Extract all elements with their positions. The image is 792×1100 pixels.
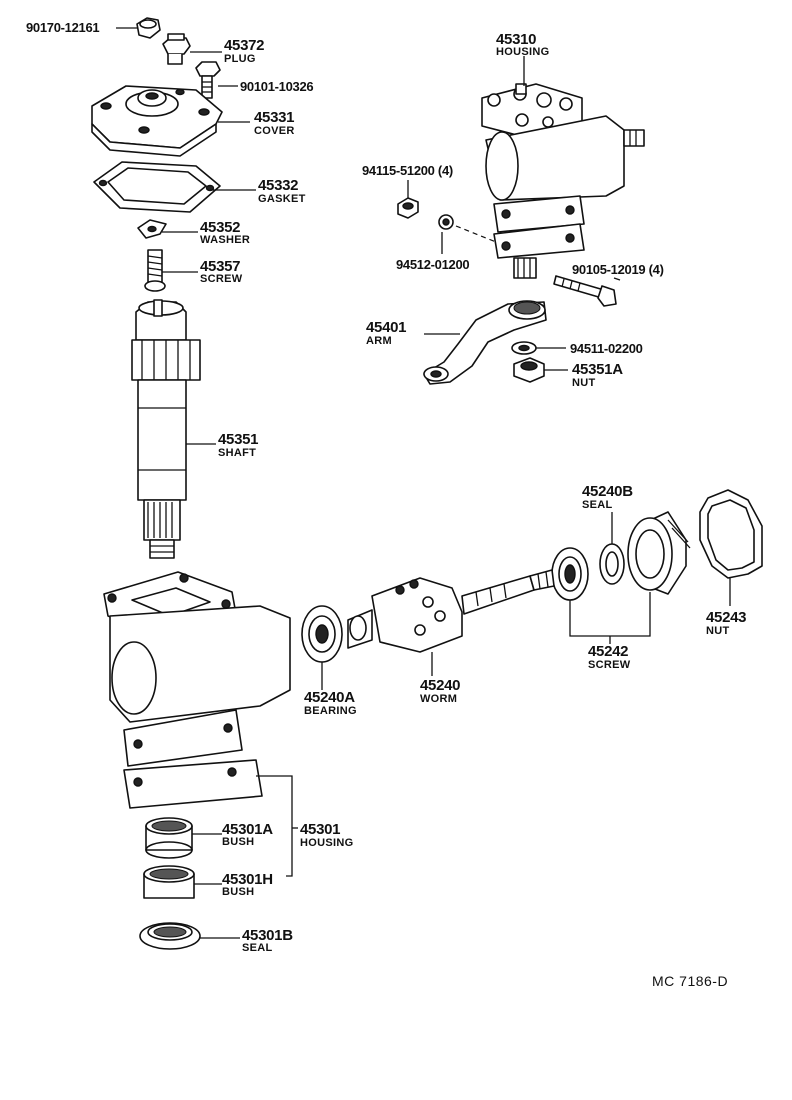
screw-45357-drawing <box>144 249 166 292</box>
part-number-45240B: 45240B <box>582 483 633 500</box>
bearing-45240B-drawing <box>551 547 589 601</box>
part-name-bush-45301H: BUSH <box>222 886 255 898</box>
part-name-worm: WORM <box>420 693 458 705</box>
part-number-90101-10326: 90101-10326 <box>240 79 314 94</box>
part-number-45301A: 45301A <box>222 821 273 838</box>
bolt-90101-drawing <box>195 61 221 99</box>
part-number-90170-12161: 90170-12161 <box>26 20 100 35</box>
mounting-guide-line <box>455 225 497 243</box>
cover-45331-drawing <box>91 85 223 157</box>
part-name-seal-45240B: SEAL <box>582 499 613 511</box>
part-number-94115-51200: 94115-51200 (4) <box>362 163 453 178</box>
gasket-45332-drawing <box>93 161 221 213</box>
part-number-45401: 45401 <box>366 319 407 336</box>
part-number-45301B: 45301B <box>242 927 293 944</box>
part-number-94512-01200: 94512-01200 <box>396 257 470 272</box>
part-number-45332: 45332 <box>258 177 299 194</box>
nut-45351A-drawing <box>513 357 545 383</box>
nut-45243-drawing <box>699 489 763 579</box>
part-number-45301: 45301 <box>300 821 341 838</box>
screw-45242-drawing <box>627 511 691 595</box>
part-name-housing-45310: HOUSING <box>496 46 550 58</box>
part-number-45352: 45352 <box>200 219 241 236</box>
shaft-45351-drawing <box>131 299 201 559</box>
part-number-45240A: 45240A <box>304 689 355 706</box>
part-name-bearing: BEARING <box>304 705 357 717</box>
part-name-nut-45243: NUT <box>706 625 730 637</box>
part-name-plug: PLUG <box>224 53 256 65</box>
leader-lines <box>116 27 731 939</box>
bearing-45240A-drawing <box>301 605 343 663</box>
housing-45301-drawing <box>103 571 291 809</box>
part-name-shaft: SHAFT <box>218 447 257 459</box>
part-number-45242: 45242 <box>588 643 629 660</box>
bolt-90105-drawing <box>553 275 617 307</box>
washer-45352-drawing <box>137 219 167 239</box>
seal-45240B-drawing <box>599 543 625 585</box>
worm-45240-drawing <box>347 569 555 653</box>
part-name-arm: ARM <box>366 335 392 347</box>
plug-45372-drawing <box>162 33 191 65</box>
part-number-45372: 45372 <box>224 37 265 54</box>
housing-45310-drawing <box>481 83 645 279</box>
bush-45301H-drawing <box>143 865 195 899</box>
part-number-45240: 45240 <box>420 677 461 694</box>
part-number-45357: 45357 <box>200 258 241 275</box>
washer-94511-drawing <box>511 341 537 355</box>
part-name-cover: COVER <box>254 125 295 137</box>
part-number-45310: 45310 <box>496 31 537 48</box>
seal-45301B-drawing <box>139 922 201 950</box>
part-name-housing-45301: HOUSING <box>300 837 354 849</box>
part-number-45331: 45331 <box>254 109 295 126</box>
arm-45401-drawing <box>423 300 547 385</box>
part-number-94511-02200: 94511-02200 <box>570 341 643 356</box>
bush-45301A-drawing <box>145 817 193 859</box>
part-number-45301H: 45301H <box>222 871 273 888</box>
washer-94512-drawing <box>438 214 454 230</box>
part-name-washer: WASHER <box>200 234 251 246</box>
part-name-screw-45357: SCREW <box>200 273 243 285</box>
part-number-45351A: 45351A <box>572 361 623 378</box>
part-name-nut-45351A: NUT <box>572 377 596 389</box>
part-name-seal-45301B: SEAL <box>242 942 273 954</box>
drawing-code: MC 7186-D <box>652 973 729 989</box>
part-name-bush-45301A: BUSH <box>222 836 255 848</box>
part-name-gasket: GASKET <box>258 193 306 205</box>
part-number-90105-12019: 90105-12019 (4) <box>572 262 664 277</box>
part-name-screw-45242: SCREW <box>588 659 631 671</box>
part-number-45243: 45243 <box>706 609 747 626</box>
nut-90170-drawing <box>136 17 161 39</box>
part-number-45351: 45351 <box>218 431 259 448</box>
nut-94115-drawing <box>397 197 419 219</box>
